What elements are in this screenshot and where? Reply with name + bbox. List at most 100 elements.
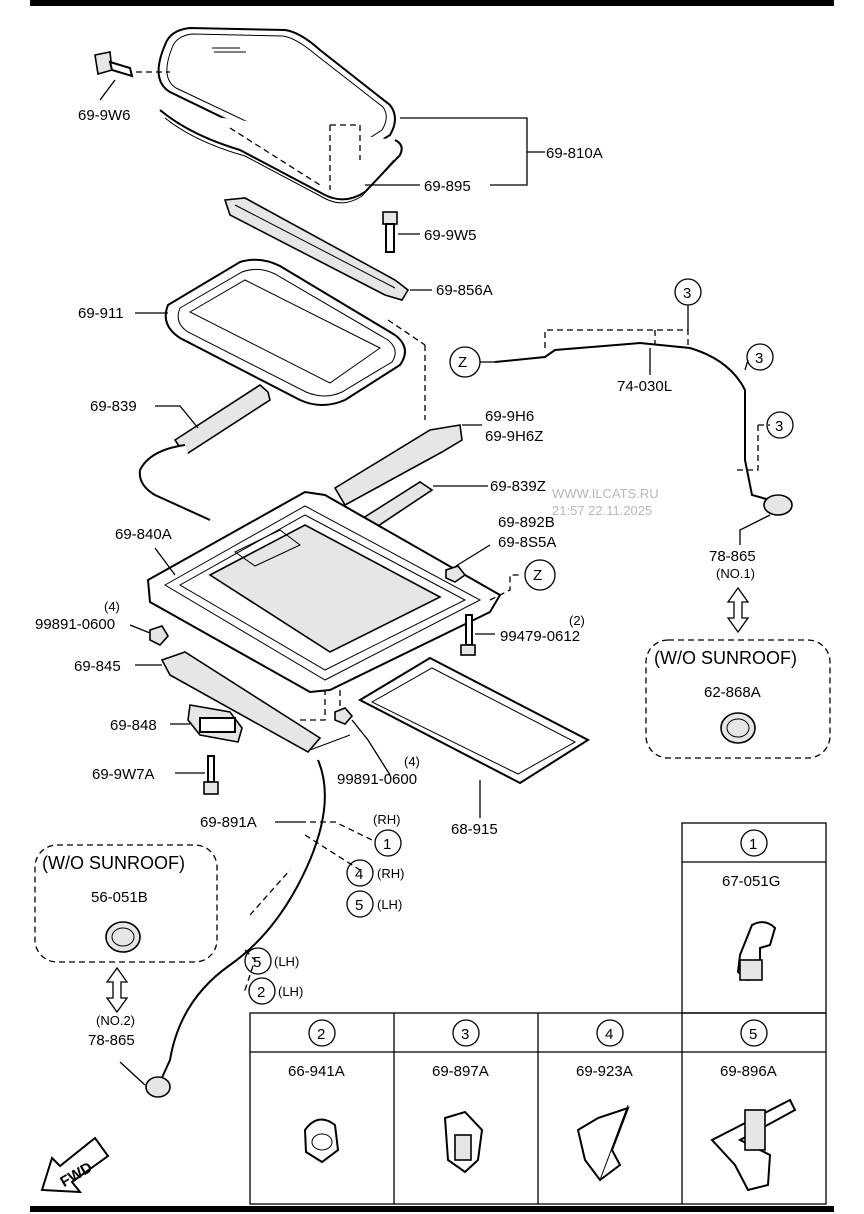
label-99891-qty-left: (4) [104, 599, 120, 614]
label-99479-qty: (2) [569, 613, 585, 628]
clip-69-897a [443, 1110, 484, 1174]
legend-cell-5-part: 69-896A [720, 1063, 777, 1080]
z-marker-right: Z [533, 567, 542, 584]
label-78-865-no2-note: (NO.2) [96, 1013, 135, 1028]
z-marker-top: Z [458, 354, 467, 371]
drain-69-845 [160, 651, 322, 754]
callout-2-lh-tag: (LH) [278, 984, 303, 999]
grommet-78-865-no1 [763, 494, 793, 516]
drain-hose-74-030l [494, 341, 771, 501]
clip-67-051g [736, 921, 777, 982]
label-74-030l: 74-030L [617, 378, 672, 395]
clip-69-896a [710, 1098, 797, 1192]
legend-cell-2-num: 2 [317, 1026, 325, 1043]
forward-direction-arrow [40, 1136, 110, 1194]
callout-5-lh-low [244, 947, 272, 975]
label-69-839: 69-839 [90, 398, 137, 415]
double-arrow-left [105, 966, 129, 1014]
double-arrow-right [726, 586, 750, 634]
bracket-69-9h6 [333, 424, 463, 507]
callout-3-mid-num: 3 [755, 350, 763, 367]
legend-cell-3-part: 69-897A [432, 1063, 489, 1080]
grommet-78-865-no2 [145, 1076, 171, 1098]
drain-hose-69-891a [159, 759, 326, 1083]
legend-cell-1-num: 1 [749, 836, 757, 853]
callout-5-low-lh-tag: (LH) [274, 954, 299, 969]
glass-seal [159, 109, 403, 201]
label-99479-0612: 99479-0612 [500, 628, 580, 645]
watermark-site: WWW.ILCATS.RU [552, 486, 659, 501]
label-69-9h6: 69-9H6 [485, 408, 534, 425]
bolt-69-9w7a [203, 755, 219, 795]
nut-99891-0600-center [334, 707, 354, 725]
clip-66-941a [303, 1118, 340, 1164]
watermark-stamp: 21:57 22.11.2025 [552, 503, 652, 518]
label-68-915: 68-915 [451, 821, 498, 838]
legend-cell-5-num: 5 [749, 1026, 757, 1043]
callout-2-lh [248, 977, 276, 1005]
callout-5-low-num: 5 [253, 954, 261, 971]
callout-4-num: 4 [355, 866, 363, 883]
callout-3-top-num: 3 [683, 285, 691, 302]
label-69-911: 69-911 [78, 305, 124, 322]
callout-5-lh [346, 890, 374, 918]
sunroof-motor [187, 704, 243, 743]
label-99891-0600-left: 99891-0600 [35, 616, 115, 633]
label-69-840a: 69-840A [115, 526, 172, 543]
sunroof-main-frame [146, 490, 502, 694]
clip-69-892b [445, 565, 467, 583]
legend-cell-2-part: 66-941A [288, 1063, 345, 1080]
sunroof-glass-panel [157, 26, 396, 165]
label-78-865-no1-note: (NO.1) [716, 566, 755, 581]
label-69-9h6z: 69-9H6Z [485, 428, 543, 445]
label-69-9w6: 69-9W6 [78, 107, 131, 124]
label-69-856a: 69-856A [436, 282, 493, 299]
label-69-891a: 69-891A [200, 814, 257, 831]
left-guide-rail [173, 384, 271, 457]
label-99891-0600-center: 99891-0600 [337, 771, 417, 788]
sunshade-frame [164, 258, 406, 406]
left-drain-hose [138, 444, 211, 521]
label-69-848: 69-848 [110, 717, 157, 734]
wo-sunroof-left-part: 56-051B [91, 889, 148, 906]
legend-cell-1-part: 67-051G [722, 873, 780, 890]
callout-3-top [674, 278, 702, 306]
callout-4-rh [346, 859, 374, 887]
legend-cell-4-part: 69-923A [576, 1063, 633, 1080]
label-69-8s5a: 69-8S5A [498, 534, 556, 551]
label-69-895: 69-895 [424, 178, 471, 195]
legend-table [249, 822, 827, 1205]
label-78-865-no2: 78-865 [88, 1032, 135, 1049]
callout-2-num: 2 [257, 984, 265, 1001]
weatherstrip-68-915 [357, 656, 591, 785]
clip-69-923a [576, 1104, 630, 1182]
wo-sunroof-right-title: (W/O SUNROOF) [654, 648, 797, 668]
label-69-892b: 69-892B [498, 514, 555, 531]
label-69-845: 69-845 [74, 658, 121, 675]
callout-1-num: 1 [383, 836, 391, 853]
bolt-69-9w6 [94, 51, 134, 78]
callout-3-mid [746, 343, 774, 371]
label-78-865-no1: 78-865 [709, 548, 756, 565]
callout-1-rh-tag: (RH) [373, 812, 400, 827]
bolt-99479-0612 [460, 614, 476, 656]
bolt-69-9w5 [382, 211, 398, 253]
top-border [30, 0, 834, 6]
legend-cell-3-num: 3 [461, 1026, 469, 1043]
label-69-839z: 69-839Z [490, 478, 546, 495]
callout-5-lh-tag: (LH) [377, 897, 402, 912]
callout-5-num: 5 [355, 897, 363, 914]
callout-1-rh [374, 829, 402, 857]
legend-cell-4-num: 4 [605, 1026, 613, 1043]
wo-sunroof-left-box [34, 844, 218, 963]
callout-4-rh-tag: (RH) [377, 866, 404, 881]
label-99891-qty-center: (4) [404, 754, 420, 769]
wo-sunroof-right-box [645, 639, 831, 759]
reference-z-right [524, 559, 556, 591]
callout-3-low [766, 411, 794, 439]
label-69-9w5: 69-9W5 [424, 227, 477, 244]
label-69-9w7a: 69-9W7A [92, 766, 155, 783]
callout-3-low-num: 3 [775, 418, 783, 435]
wo-sunroof-left-title: (W/O SUNROOF) [42, 853, 185, 873]
